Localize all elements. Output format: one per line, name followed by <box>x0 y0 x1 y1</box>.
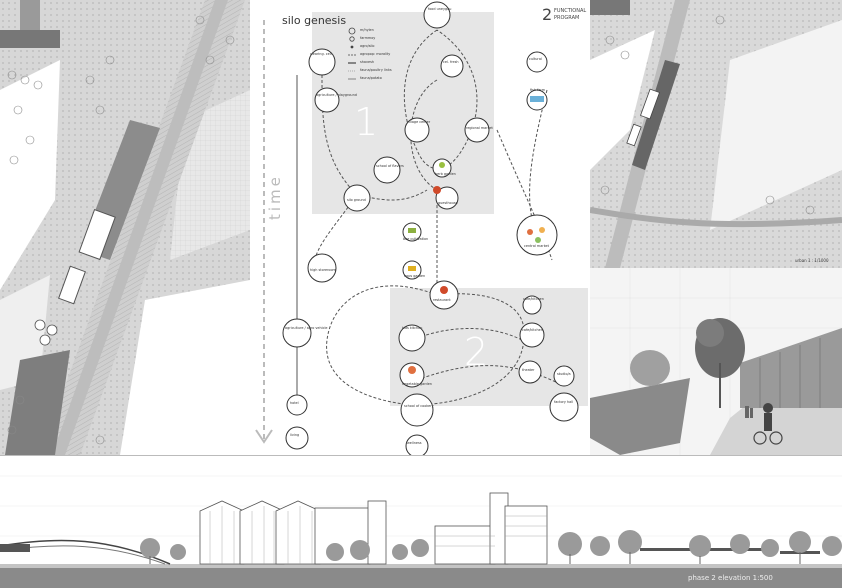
phase-2-area <box>390 288 588 406</box>
node-cafe2 <box>519 322 545 348</box>
legend-item: m/hylen <box>360 28 374 32</box>
legend-item: agro/silo <box>360 44 375 48</box>
node-label-fish: fish farm <box>530 88 546 92</box>
program-number: 2 <box>542 5 553 24</box>
node-label-clearing: clearing. cell <box>310 52 332 56</box>
legend-item: farmmoy <box>360 36 376 40</box>
legend-item: shavesh <box>360 60 375 64</box>
legend-item: fauna/poultry links <box>360 68 392 72</box>
node-label-guest: guesthouse <box>438 201 458 205</box>
node-infra <box>282 318 312 348</box>
node-label-village: village center <box>407 120 431 124</box>
node-living <box>285 426 309 450</box>
node-veg <box>399 362 425 388</box>
node-label-living: living <box>290 433 300 437</box>
node-label-veg: vegetable garden <box>402 382 432 386</box>
site-right-caption: urban 1 : 1/1000 <box>795 258 829 263</box>
legend-item: agropop: morality <box>360 52 391 56</box>
node-label-tall: cel. fresh <box>443 60 459 64</box>
phase-1-area <box>312 12 494 214</box>
phase-1-label: 1 <box>354 100 379 144</box>
node-cafe <box>522 295 542 315</box>
node-wellness <box>405 434 429 455</box>
node-seed <box>423 1 451 29</box>
elevation-svg <box>0 475 842 588</box>
node-label-cafe: cafe/kitchen <box>523 297 544 301</box>
node-label-cafe2: cafe/kitchen <box>522 328 543 332</box>
node-school2 <box>400 393 434 427</box>
node-studio <box>553 365 575 387</box>
node-high <box>307 253 337 283</box>
time-label: time <box>266 174 284 220</box>
node-factory <box>549 392 579 422</box>
node-label-theater: theater <box>522 368 535 372</box>
functional-program-diagram: silo genesis 2 FUNCTIONAL PROGRAM time 1… <box>252 0 588 455</box>
node-clearing <box>308 48 336 76</box>
node-label-cultural: cultural <box>529 57 542 61</box>
node-label-high: high storeroom <box>310 268 336 272</box>
legend-item: fauna/potato <box>360 76 382 80</box>
node-cultural <box>526 51 548 73</box>
perspective-view <box>590 268 842 455</box>
site-plan-right-drawing <box>590 0 842 268</box>
node-guest <box>435 186 459 210</box>
diagram-canvas <box>255 1 588 455</box>
legend <box>348 27 356 80</box>
node-label-silo: silo ground <box>347 198 366 202</box>
node-label-studio: studio/a <box>557 372 571 376</box>
node-tall <box>440 54 464 78</box>
node-label-infra: agriculture / agro vehicle <box>285 326 328 330</box>
node-silo <box>343 184 371 212</box>
node-theater <box>518 360 542 384</box>
node-label-school2: school of cookery <box>404 404 434 408</box>
node-label-hotel: hotel <box>290 401 299 405</box>
node-label-restaurant: restaurant <box>433 298 451 302</box>
node-label-hops: hops garden <box>404 274 426 278</box>
elevation-caption: phase 2 elevation 1:500 <box>688 574 773 582</box>
nodes <box>282 1 579 455</box>
node-hotel <box>286 394 308 416</box>
node-label-herb: herb garden <box>435 172 456 176</box>
node-central <box>516 214 558 256</box>
program-label-line1: FUNCTIONAL <box>554 8 587 14</box>
node-label-seed: food uneygou <box>428 7 452 11</box>
node-kitchen <box>398 324 426 352</box>
perspective-drawing <box>590 268 842 455</box>
node-label-agri: agriculture / playground <box>316 93 357 97</box>
phase-2-label: 2 <box>464 330 489 374</box>
time-arrow-head <box>255 429 273 444</box>
node-label-factory: factory hall <box>554 400 574 404</box>
site-plan-right: urban 1 : 1/1000 <box>590 0 842 268</box>
site-plan-left-drawing <box>0 0 250 455</box>
site-plan-left <box>0 0 250 455</box>
node-label-wellness: wellness <box>407 441 422 445</box>
node-label-central: central market <box>524 244 549 248</box>
node-village <box>404 117 430 143</box>
diagram-title: silo genesis <box>282 14 347 27</box>
program-label-line2: PROGRAM <box>554 15 580 21</box>
node-school <box>373 156 401 184</box>
node-label-market: regional market <box>466 126 493 130</box>
node-label-school: school of flavors <box>376 164 404 168</box>
node-market <box>464 117 490 143</box>
node-label-bee: bee cultivation <box>403 237 429 241</box>
node-label-kitchen: kids kitchen <box>402 326 423 330</box>
node-agri <box>314 87 340 113</box>
elevation-drawing: phase 2 elevation 1:500 <box>0 455 842 588</box>
node-restaurant <box>429 280 459 310</box>
